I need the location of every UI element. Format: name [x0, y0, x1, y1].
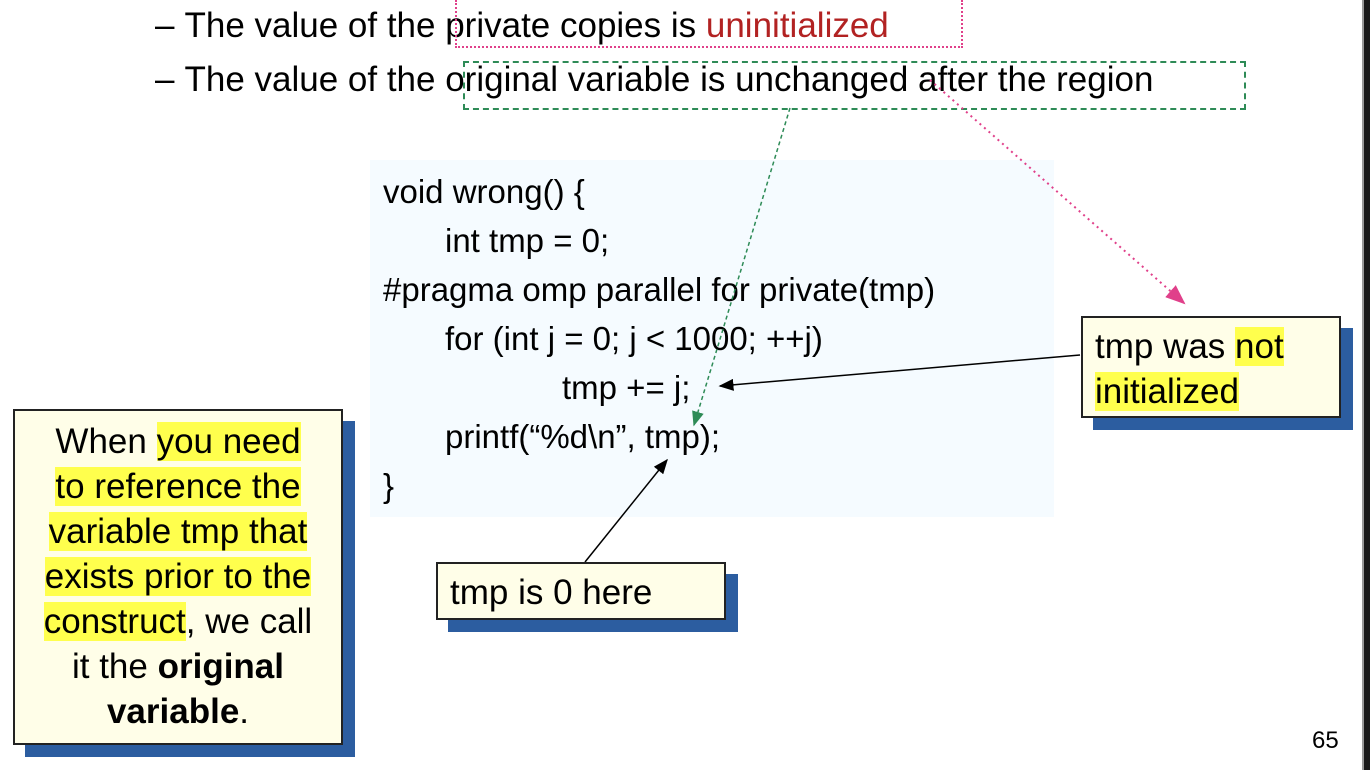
slide-edge [1364, 0, 1370, 770]
callout-original-variable: When you need to reference the variable … [13, 409, 343, 745]
bullet-original-variable: –The value of the original variable is u… [155, 60, 1154, 99]
code-line-7: } [383, 467, 395, 504]
code-line-3: #pragma omp parallel for private(tmp) [383, 271, 936, 308]
slide-edge-gray [1362, 0, 1364, 770]
pink-arrow [929, 79, 1186, 305]
page-number: 65 [1312, 727, 1339, 754]
bullet-private-copies: –The value of the private copies is unin… [155, 6, 889, 45]
code-block [370, 160, 1054, 517]
code-line-6: printf(“%d\n”, tmp); [445, 418, 721, 455]
code-line-4: for (int j = 0; j < 1000; ++j) [445, 320, 823, 357]
is-zero-arrow [584, 458, 668, 563]
green-dashed-box [463, 61, 1246, 110]
code-line-1: void wrong() { [383, 173, 585, 210]
bullet-dash: – [155, 6, 175, 45]
callout-tmp-is-zero: tmp is 0 here [436, 562, 726, 620]
not-initialized-arrow [718, 354, 1081, 391]
pink-dotted-box [455, 0, 963, 48]
callout-not-initialized: tmp was not initialized [1081, 316, 1341, 418]
bullet-dash: – [155, 60, 175, 99]
green-arrow [692, 107, 791, 427]
uninitialized-text: uninitialized [705, 6, 889, 45]
code-line-5: tmp += j; [562, 369, 691, 406]
code-line-2: int tmp = 0; [445, 222, 610, 259]
